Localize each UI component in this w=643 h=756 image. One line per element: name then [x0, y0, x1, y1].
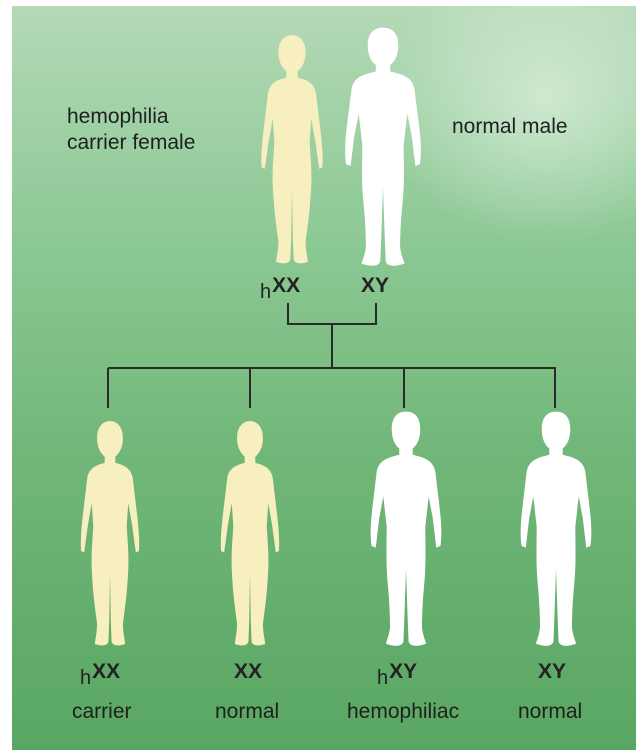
child-3-genotype: hXY	[377, 660, 417, 684]
pedigree-diagram: hemophilia carrier female normal male hX…	[12, 6, 636, 750]
father-label: normal male	[452, 114, 568, 140]
mother-label-line2: carrier female	[67, 130, 195, 156]
child-4-label: normal	[518, 699, 582, 725]
child-3-label: hemophiliac	[347, 699, 459, 725]
female-silhouette-icon	[252, 32, 332, 268]
mother-genotype-value: XX	[272, 274, 300, 297]
mother-genotype-prefix: h	[260, 281, 271, 303]
mother-label-line1: hemophilia	[67, 104, 195, 130]
female-silhouette-icon	[212, 418, 288, 650]
child-1-label: carrier	[72, 699, 132, 725]
child-4-genotype: XY	[538, 660, 566, 684]
child-2-genotype: XX	[234, 660, 262, 684]
mother-label: hemophilia carrier female	[67, 104, 195, 156]
child-3-genotype-prefix: h	[377, 667, 388, 689]
child-1-genotype-prefix: h	[80, 667, 91, 689]
parent-connector	[288, 303, 376, 324]
mother-genotype: hXX	[260, 274, 300, 298]
child-2-label: normal	[215, 699, 279, 725]
male-silhouette-icon	[338, 26, 428, 270]
child-1-genotype-value: XX	[92, 660, 120, 683]
father-genotype: XY	[361, 274, 389, 298]
child-1-genotype: hXX	[80, 660, 120, 684]
male-silhouette-icon	[364, 410, 448, 650]
male-silhouette-icon	[514, 410, 598, 650]
female-silhouette-icon	[72, 418, 148, 650]
child-3-genotype-value: XY	[389, 660, 417, 683]
